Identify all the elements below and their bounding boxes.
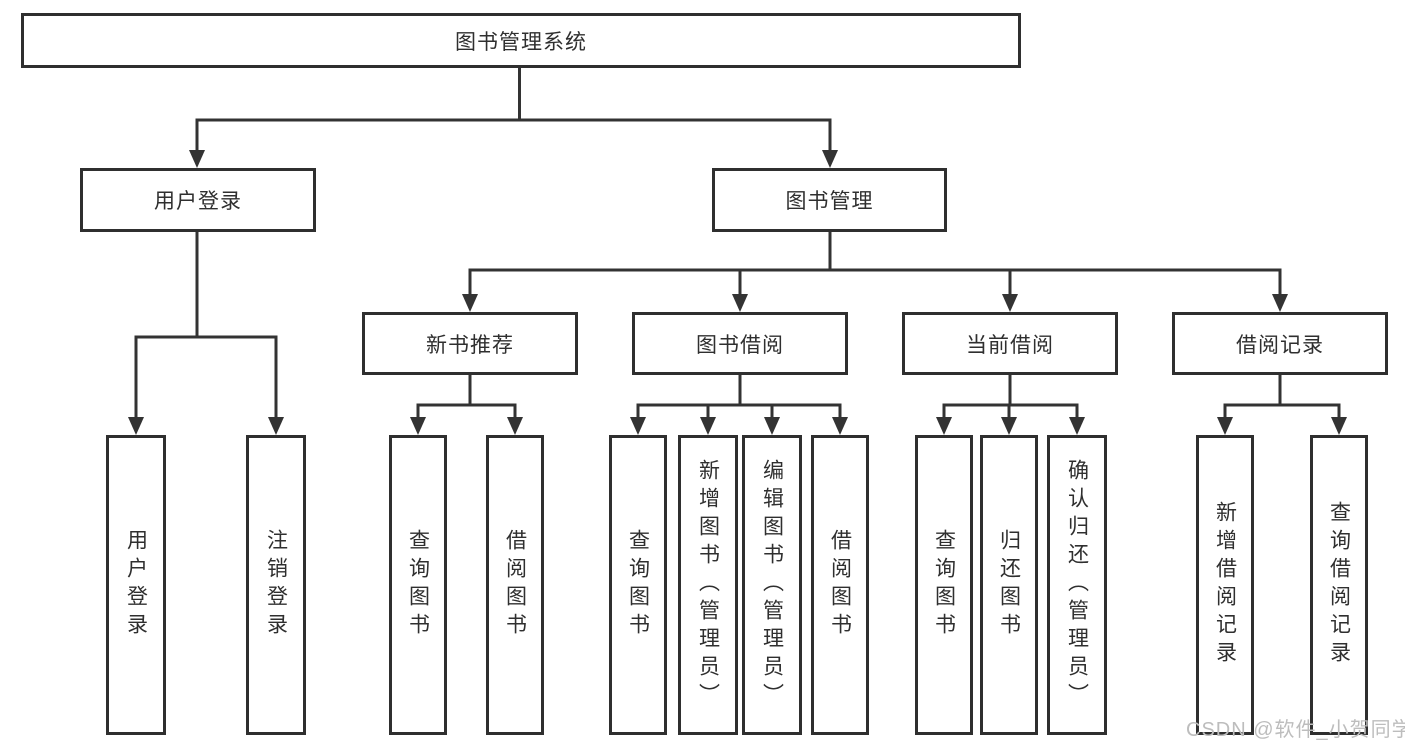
- watermark: CSDN @软件_小贺同学: [1186, 719, 1405, 741]
- leaf-return-book: 归还图书: [980, 435, 1038, 735]
- node-borrow-records: 借阅记录: [1172, 312, 1388, 375]
- node-label: 编辑图书（管理员）: [760, 459, 784, 711]
- leaf-query-books-recommend: 查询图书: [389, 435, 447, 735]
- node-label: 注销登录: [264, 529, 288, 641]
- node-current-borrow: 当前借阅: [902, 312, 1118, 375]
- connector-book-management-children: [462, 230, 1288, 312]
- leaf-borrow-books-recommend: 借阅图书: [486, 435, 544, 735]
- node-label: 图书借阅: [696, 333, 784, 357]
- node-new-book-recommend: 新书推荐: [362, 312, 578, 375]
- node-label: 用户登录: [154, 190, 242, 213]
- leaf-query-borrow-record: 查询借阅记录: [1310, 435, 1368, 735]
- leaf-query-books-current: 查询图书: [915, 435, 973, 735]
- leaf-add-borrow-record: 新增借阅记录: [1196, 435, 1254, 735]
- node-label: 图书管理: [785, 190, 874, 213]
- node-label: 查询图书: [932, 529, 956, 641]
- node-label: 借阅记录: [1236, 333, 1324, 357]
- node-label: 查询图书: [406, 529, 430, 641]
- node-label: 新增图书（管理员）: [696, 459, 720, 711]
- node-label: 查询图书: [626, 529, 650, 641]
- connector-book-borrow-children: [630, 373, 848, 435]
- node-label: 新增借阅记录: [1213, 501, 1237, 669]
- node-book-borrow: 图书借阅: [632, 312, 848, 375]
- node-library-management-system: 图书管理系统: [21, 13, 1021, 68]
- leaf-confirm-return-admin: 确认归还（管理员）: [1047, 435, 1107, 735]
- node-label: 借阅图书: [828, 529, 852, 641]
- leaf-borrow-books: 借阅图书: [811, 435, 869, 735]
- node-label: 新书推荐: [426, 333, 514, 357]
- node-label: 确认归还（管理员）: [1065, 459, 1089, 711]
- connector-root-to-level2: [189, 66, 838, 168]
- leaf-logout: 注销登录: [246, 435, 306, 735]
- node-label: 当前借阅: [966, 333, 1054, 357]
- connector-borrow-records-children: [1217, 373, 1347, 435]
- connector-new-book-recommend-children: [410, 373, 523, 435]
- leaf-edit-book-admin: 编辑图书（管理员）: [742, 435, 802, 735]
- node-book-management: 图书管理: [712, 168, 947, 232]
- leaf-query-books-borrow: 查询图书: [609, 435, 667, 735]
- node-label: 图书管理系统: [455, 30, 587, 54]
- node-label: 用户登录: [124, 529, 148, 641]
- connector-user-login-children: [128, 230, 284, 435]
- leaf-add-book-admin: 新增图书（管理员）: [678, 435, 738, 735]
- node-user-login: 用户登录: [80, 168, 316, 232]
- node-label: 查询借阅记录: [1327, 501, 1351, 669]
- node-label: 归还图书: [997, 529, 1021, 641]
- node-label: 借阅图书: [503, 529, 527, 641]
- connector-current-borrow-children: [936, 373, 1085, 435]
- leaf-user-login: 用户登录: [106, 435, 166, 735]
